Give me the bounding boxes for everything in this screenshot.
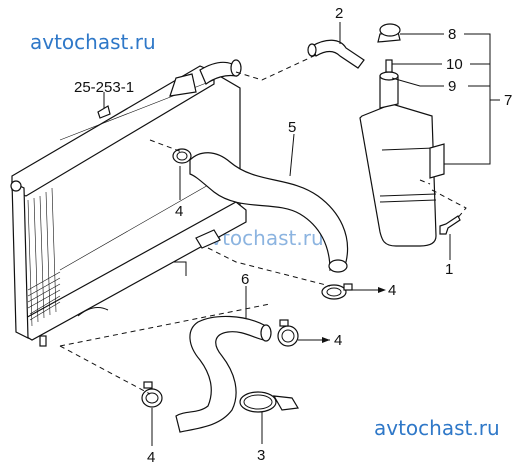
callout-9: 9 [448, 78, 456, 95]
callout-2: 2 [335, 5, 343, 22]
callout-7: 7 [504, 92, 512, 109]
callout-4-center: 4 [388, 282, 396, 299]
callout-1: 1 [445, 261, 453, 278]
callout-4-left-lower: 4 [147, 449, 155, 466]
part-6-lower-hose [175, 315, 267, 433]
clamp-left-lower [141, 381, 163, 408]
callout-6: 6 [241, 271, 249, 288]
callout-8: 8 [448, 26, 456, 43]
callout-5: 5 [288, 119, 296, 136]
part-3-band-clamp [239, 391, 299, 413]
dashed-assembly-lines [59, 53, 467, 395]
callout-10: 10 [446, 56, 463, 73]
callout-4-right: 4 [334, 332, 342, 349]
coolant-reservoir [359, 23, 445, 247]
watermark-top-left: avtochast.ru [30, 30, 156, 54]
callout-ref-25-253-1: 25-253-1 [74, 79, 134, 96]
clamp-upper-left [172, 148, 192, 164]
clamp-center [321, 283, 353, 300]
part-25-253-1 [97, 105, 111, 119]
part-2-bypass-hose [311, 39, 365, 69]
part-1-bolt [439, 215, 461, 235]
callout-4-upper-left: 4 [175, 203, 183, 220]
callout-3: 3 [257, 447, 265, 464]
radiator [10, 59, 247, 347]
watermark-bottom-right: avtochast.ru [374, 416, 500, 440]
leader-lines [103, 22, 500, 446]
clamp-right [277, 319, 299, 347]
